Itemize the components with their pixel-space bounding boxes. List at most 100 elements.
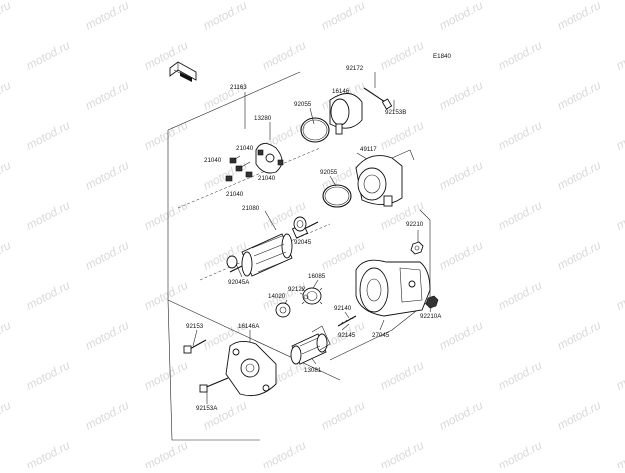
watermark-text: motod.ru bbox=[83, 0, 132, 33]
label-16146a: 16146A bbox=[238, 323, 260, 330]
rear-cover-16146 bbox=[329, 93, 363, 135]
label-92140: 92140 bbox=[334, 305, 352, 312]
front-cover-16146a bbox=[225, 341, 277, 397]
watermark-text: motod.ru bbox=[0, 238, 14, 273]
front-arrow-icon bbox=[169, 61, 197, 82]
pinion-clutch-13081 bbox=[290, 325, 331, 365]
watermark-text: motod.ru bbox=[24, 38, 73, 73]
gear-16085 bbox=[301, 287, 323, 305]
brush-axis-line bbox=[177, 147, 321, 209]
label-21163: 21163 bbox=[230, 84, 247, 91]
watermark-text: motod.ru bbox=[555, 318, 604, 353]
watermark-text: motod.ru bbox=[260, 38, 309, 73]
label-92210a: 92210A bbox=[420, 313, 442, 320]
watermark-text: motod.ru bbox=[24, 438, 73, 468]
watermark-text: motod.ru bbox=[260, 438, 309, 468]
watermark-text: motod.ru bbox=[496, 358, 545, 393]
housing-27045 bbox=[355, 259, 431, 317]
watermark-text: motod.ru bbox=[614, 38, 625, 73]
watermark-text: motod.ru bbox=[496, 38, 545, 73]
label-92172: 92172 bbox=[346, 65, 364, 72]
watermark-text: motod.ru bbox=[437, 398, 486, 433]
watermark-text: motod.ru bbox=[614, 118, 625, 153]
label-92055-lower: 92055 bbox=[320, 169, 338, 176]
watermark-text: motod.ru bbox=[0, 318, 14, 353]
watermark-text: motod.ru bbox=[142, 198, 191, 233]
bolt-92153a bbox=[199, 377, 229, 393]
watermark-text: motod.ru bbox=[555, 158, 604, 193]
watermark-text: motod.ru bbox=[378, 38, 427, 73]
bearing-92045 bbox=[293, 216, 307, 232]
label-92055-upper: 92055 bbox=[294, 101, 312, 108]
watermark-text: motod.ru bbox=[378, 118, 427, 153]
label-21040-4: 21040 bbox=[226, 191, 244, 198]
watermark-text: motod.ru bbox=[201, 398, 250, 433]
watermark-text: motod.ru bbox=[142, 278, 191, 313]
watermark-text: motod.ru bbox=[142, 438, 191, 468]
nut-92210a bbox=[425, 295, 439, 309]
watermark-text: motod.ru bbox=[614, 358, 625, 393]
watermark-text: motod.ru bbox=[83, 238, 132, 273]
watermark-text: motod.ru bbox=[614, 438, 625, 468]
label-27045: 27045 bbox=[372, 332, 390, 339]
brush-holder-13280 bbox=[255, 143, 284, 174]
watermark-text: motod.ru bbox=[614, 278, 625, 313]
o-ring-92055-upper bbox=[300, 117, 330, 143]
label-14020: 14020 bbox=[268, 293, 286, 300]
watermark-text: motod.ru bbox=[437, 238, 486, 273]
watermark-text: motod.ru bbox=[83, 398, 132, 433]
label-92145: 92145 bbox=[338, 332, 356, 339]
o-ring-92055-lower bbox=[322, 184, 352, 208]
ref-code: E1840 bbox=[433, 53, 451, 60]
label-92045: 92045 bbox=[294, 239, 312, 246]
watermark-text: motod.ru bbox=[201, 0, 250, 33]
watermark-text: motod.ru bbox=[496, 198, 545, 233]
bearing-92045a bbox=[226, 255, 238, 269]
brushes-21040 bbox=[225, 155, 253, 182]
label-92153: 92153 bbox=[186, 323, 204, 330]
part-labels: 21163 92172 16146 92055 92153B 13280 210… bbox=[186, 65, 442, 412]
bolt-92172 bbox=[363, 87, 393, 110]
watermark-text: motod.ru bbox=[0, 0, 14, 33]
watermark-text: motod.ru bbox=[437, 78, 486, 113]
watermark-text: motod.ru bbox=[496, 118, 545, 153]
label-92153b: 92153B bbox=[385, 109, 406, 116]
watermark-text: motod.ru bbox=[24, 118, 73, 153]
label-16085: 16085 bbox=[308, 273, 326, 280]
label-92045a: 92045A bbox=[228, 279, 250, 286]
watermark-text: motod.ru bbox=[142, 358, 191, 393]
bolt-92153 bbox=[183, 339, 207, 354]
pin-92140 bbox=[337, 315, 357, 327]
watermark-text: motod.ru bbox=[555, 238, 604, 273]
watermark-text: motod.ru bbox=[24, 358, 73, 393]
armature-21080 bbox=[229, 221, 319, 277]
watermark-text: motod.ru bbox=[319, 398, 368, 433]
watermark-text: motod.ru bbox=[0, 158, 14, 193]
label-92153a: 92153A bbox=[196, 405, 218, 412]
watermark-text: motod.ru bbox=[496, 438, 545, 468]
watermark-text: motod.ru bbox=[496, 278, 545, 313]
watermark-text: motod.ru bbox=[614, 198, 625, 233]
label-13081: 13081 bbox=[304, 367, 322, 374]
ring-92122 bbox=[303, 294, 309, 300]
label-92122: 92122 bbox=[288, 286, 306, 293]
watermark-text: motod.ru bbox=[83, 158, 132, 193]
label-21040-2: 21040 bbox=[204, 157, 222, 164]
watermark-text: motod.ru bbox=[555, 78, 604, 113]
watermark-text: motod.ru bbox=[437, 0, 486, 33]
watermark-text: motod.ru bbox=[83, 78, 132, 113]
label-16146: 16146 bbox=[332, 88, 350, 95]
label-21040-1: 21040 bbox=[236, 145, 254, 152]
washer-14020 bbox=[275, 302, 291, 318]
watermark-text: motod.ru bbox=[437, 318, 486, 353]
label-13280: 13280 bbox=[254, 115, 272, 122]
label-21040-3: 21040 bbox=[258, 175, 276, 182]
watermark-text: motod.ru bbox=[378, 358, 427, 393]
assembly-boundary bbox=[167, 71, 341, 441]
watermark-text: motod.ru bbox=[0, 398, 14, 433]
watermark-text: motod.ru bbox=[24, 198, 73, 233]
watermark-text: motod.ru bbox=[555, 398, 604, 433]
